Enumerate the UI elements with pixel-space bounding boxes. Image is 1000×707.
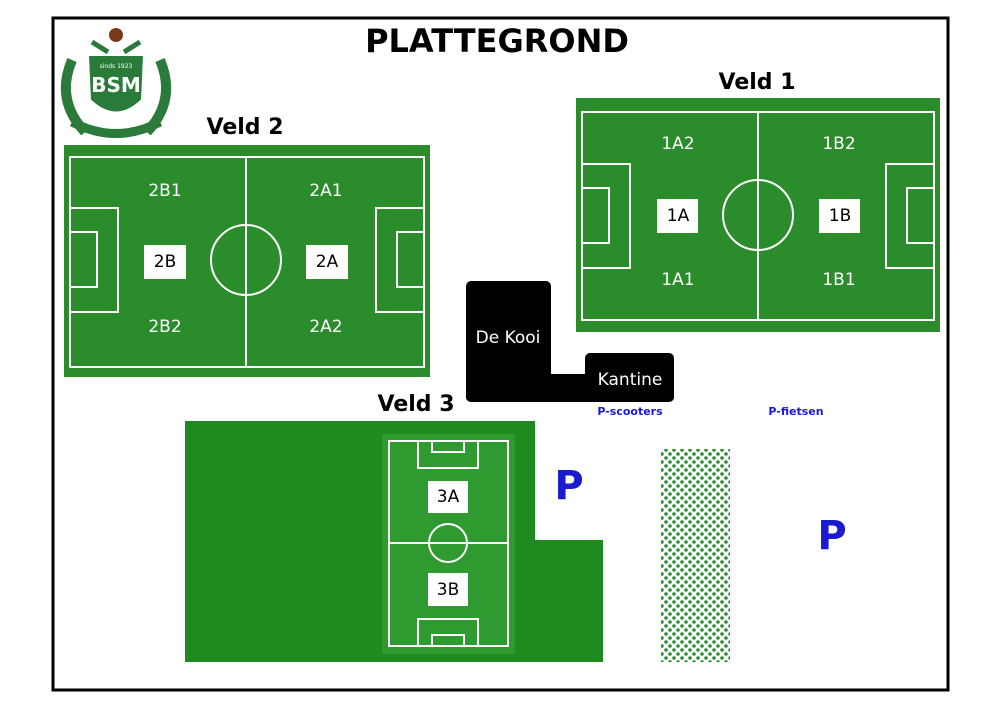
veld1-title: Veld 1 bbox=[719, 70, 796, 95]
dekooi-label: De Kooi bbox=[476, 328, 541, 348]
svg-text:100 JAAR: 100 JAAR bbox=[101, 131, 132, 138]
zone-label: 2B1 bbox=[148, 181, 181, 201]
parking-sign: P bbox=[817, 513, 846, 559]
zone-label: 2A1 bbox=[309, 181, 342, 201]
kantine-label: Kantine bbox=[598, 370, 663, 390]
veld3-field: 3A 3B bbox=[185, 421, 603, 662]
veld2-field: 2B1 2A1 2B 2A 2B2 2A2 bbox=[64, 145, 430, 377]
scooter-parking-label: P-scooters bbox=[597, 405, 663, 418]
zone-label: 3A bbox=[437, 487, 460, 507]
zone-label: 1A2 bbox=[661, 134, 694, 154]
clubhouse-building: De Kooi Kantine bbox=[466, 281, 674, 402]
zone-label: 1A bbox=[667, 206, 690, 226]
zone-label: 2A2 bbox=[309, 317, 342, 337]
zone-label: 1B bbox=[829, 206, 851, 226]
zone-label: 1A1 bbox=[661, 270, 694, 290]
page-title: PLATTEGROND bbox=[365, 22, 629, 60]
club-logo: BSM sinds 1923 100 JAAR bbox=[60, 28, 172, 138]
veld1-field: 1A2 1B2 1A 1B 1A1 1B1 bbox=[576, 98, 940, 332]
veld2-title: Veld 2 bbox=[207, 115, 284, 140]
veld3-title: Veld 3 bbox=[378, 392, 455, 417]
zone-label: 2B2 bbox=[148, 317, 181, 337]
zone-label: 2B bbox=[154, 252, 176, 272]
zone-label: 1B1 bbox=[822, 270, 855, 290]
parking-sign: P bbox=[554, 463, 583, 509]
bike-parking-label: P-fietsen bbox=[768, 405, 823, 418]
svg-text:sinds 1923: sinds 1923 bbox=[100, 63, 133, 70]
zone-label: 1B2 bbox=[822, 134, 855, 154]
gravel-path bbox=[661, 449, 730, 662]
zone-label: 3B bbox=[437, 580, 459, 600]
svg-text:BSM: BSM bbox=[91, 73, 141, 97]
zone-label: 2A bbox=[316, 252, 339, 272]
